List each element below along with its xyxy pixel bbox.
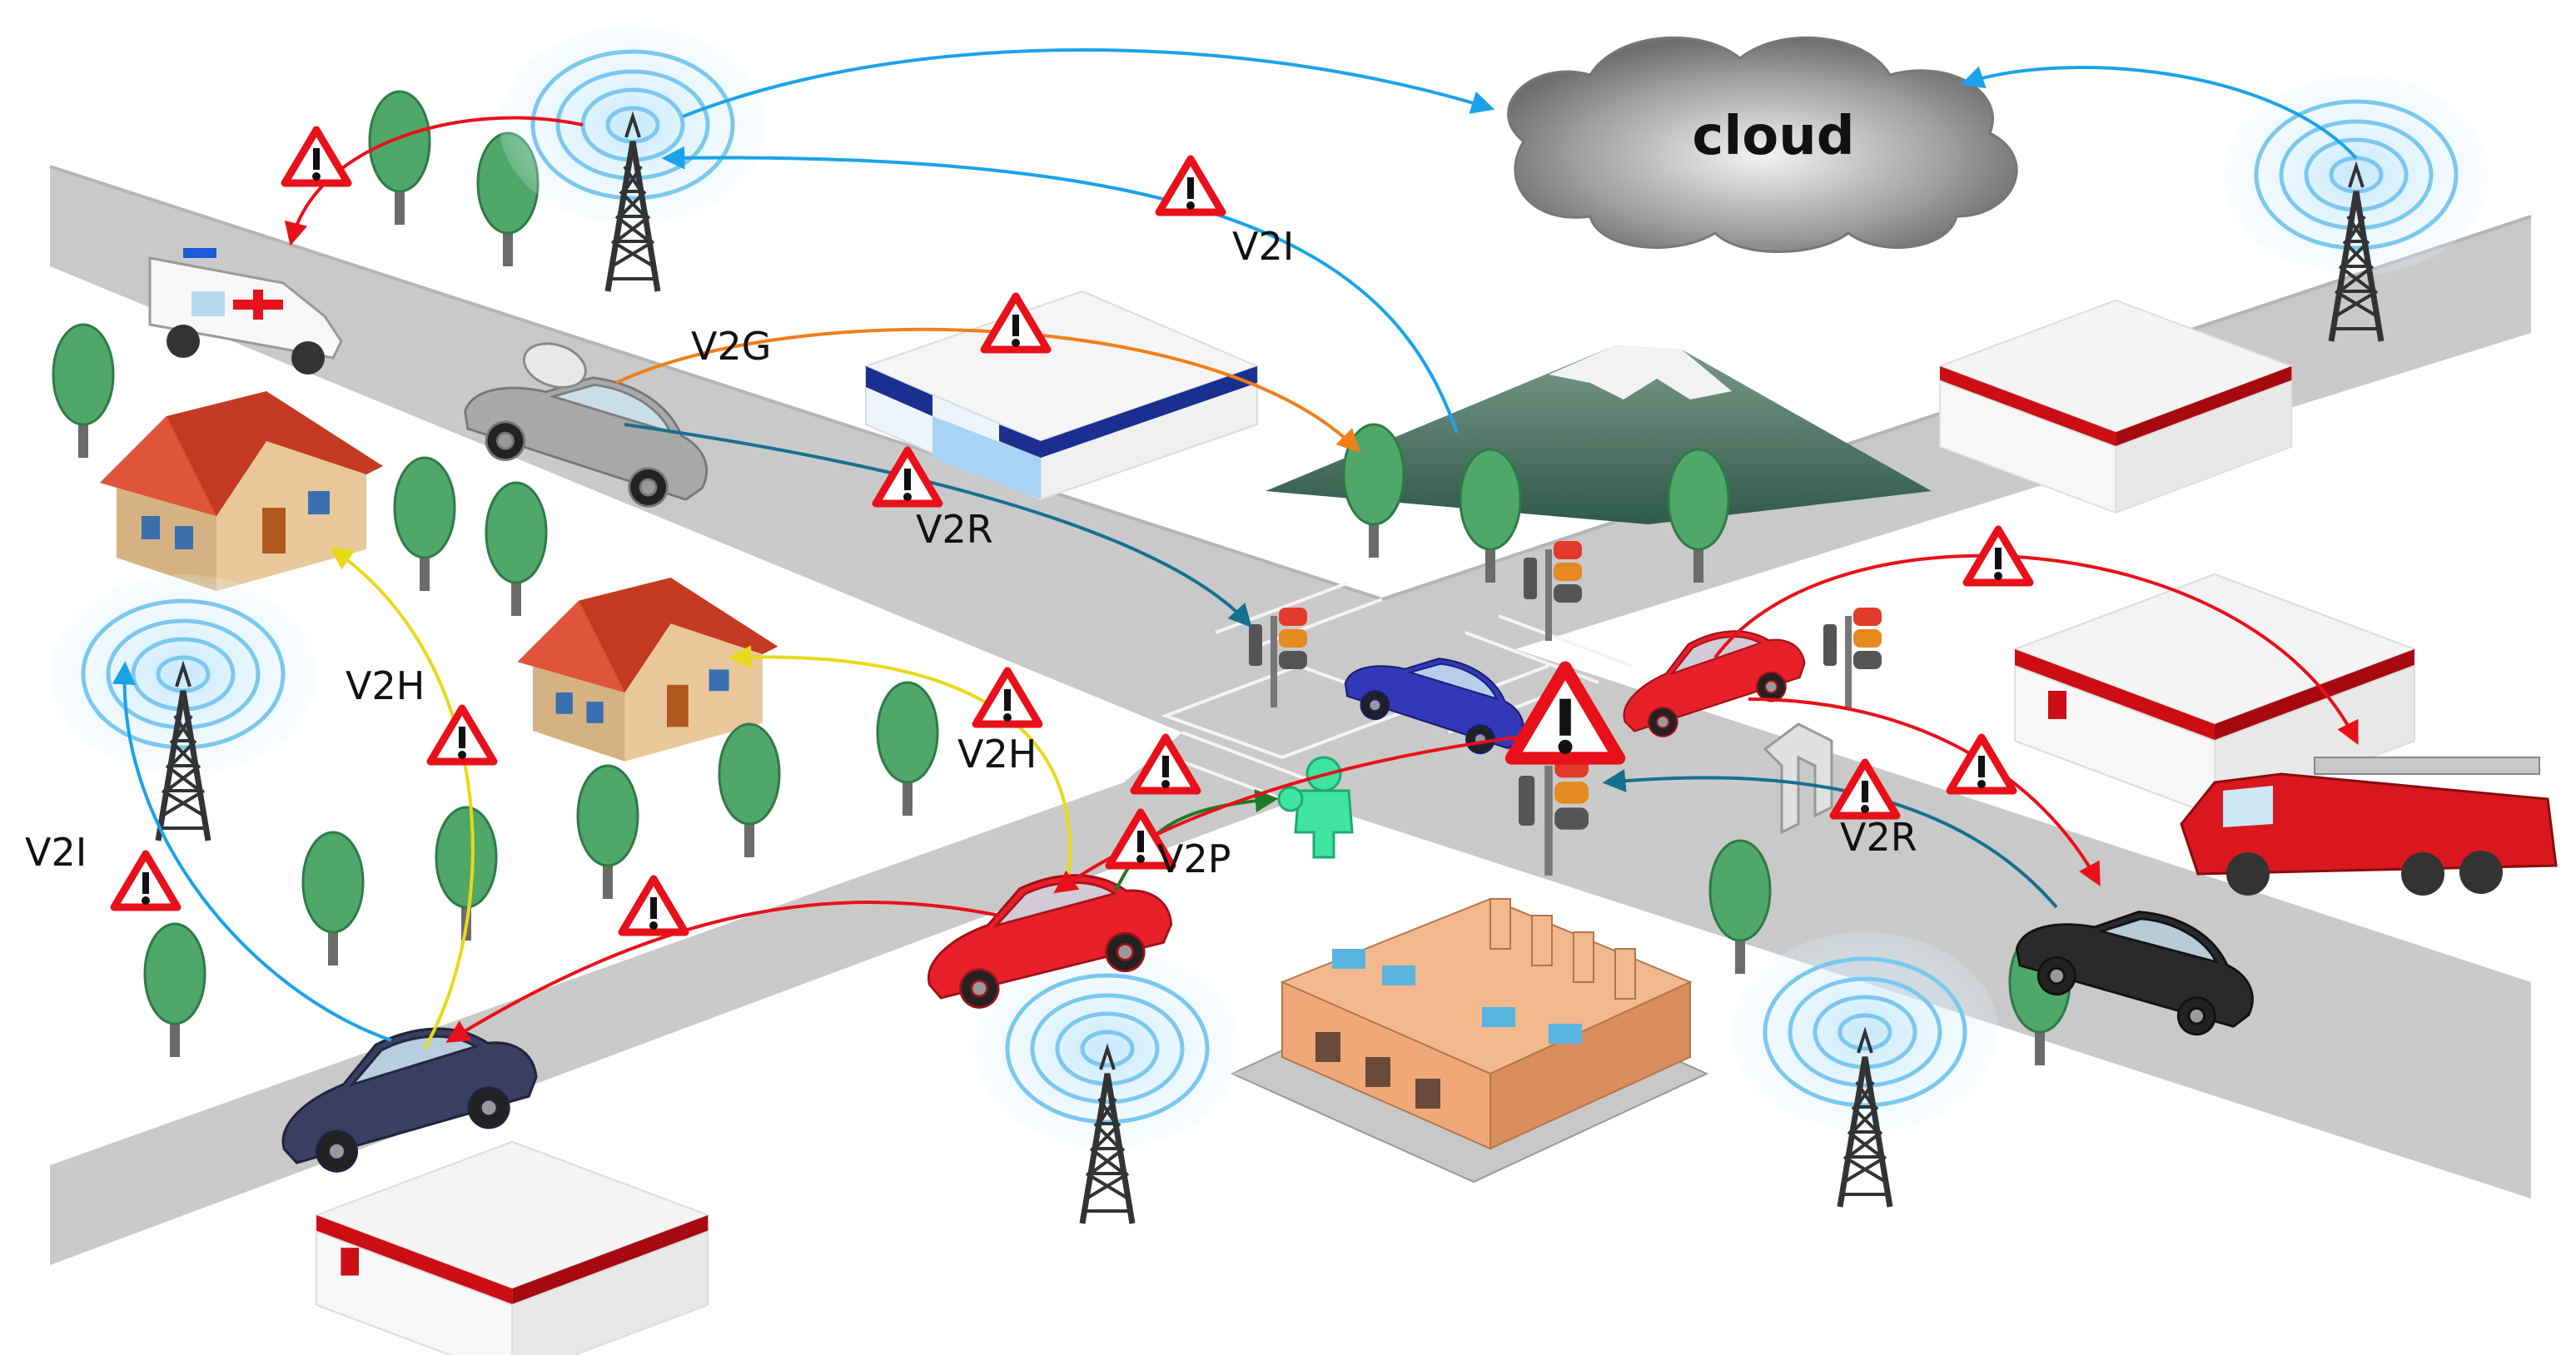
warning-triangle-icon [976,671,1039,724]
label-v2h-center: V2H [957,732,1037,777]
warning-triangle-icon [1950,737,2013,791]
label-v2r-right: V2R [1840,815,1917,860]
label-v2i-left: V2I [25,830,87,875]
label-v2i-top: V2I [1232,224,1294,269]
gas-station-right [2014,573,2415,816]
silver-car-with-dish [453,339,727,523]
warning-triangle-icon [1159,159,1222,212]
roadside-unit [1763,722,1833,835]
label-v2p: V2P [1157,836,1231,881]
link-labels: V2I V2G V2R V2H V2H V2I V2P V2R [25,224,1917,881]
warning-triangle-icon [622,879,685,932]
mountain [1266,345,1932,524]
label-v2r-left: V2R [916,507,993,552]
fire-truck [2180,757,2558,896]
ambulance [148,248,343,375]
radio-tower-bottom-center [974,949,1241,1223]
radio-tower-left [50,574,316,841]
warning-triangle-icon [430,708,494,762]
cloud: cloud [1507,36,2018,253]
warning-triangle-icon [114,854,177,907]
cloud-label: cloud [1692,106,1854,167]
house-left [100,391,383,591]
factory [1230,897,1709,1184]
grid-building [863,290,1260,501]
warning-triangle-icon [285,130,348,183]
gas-station-bottom [316,1140,709,1355]
label-v2g: V2G [691,324,771,369]
radio-tower-bottom-right [1732,932,1998,1207]
label-v2h-left: V2H [346,663,425,708]
